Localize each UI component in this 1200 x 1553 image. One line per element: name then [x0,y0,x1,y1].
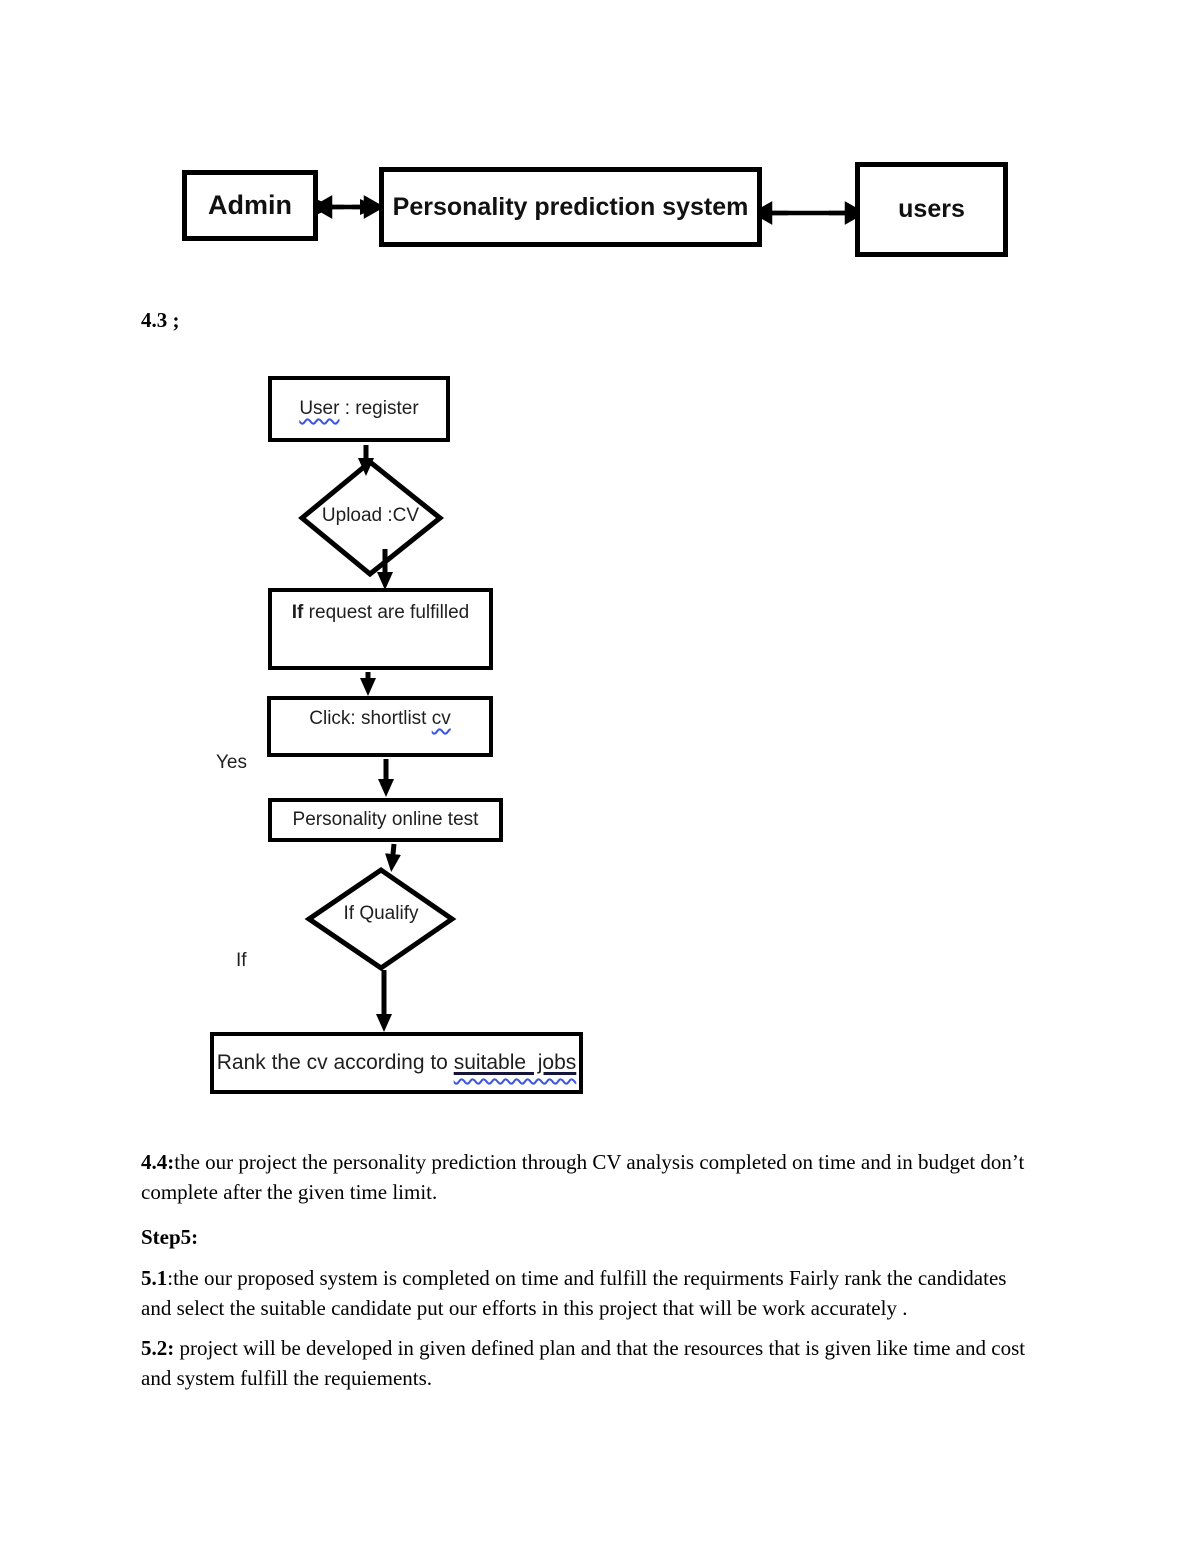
paragraph-4-4-lead: 4.4: [141,1150,175,1174]
users-box: users [855,162,1008,257]
rank-cv-underline-outer: suitable jobs [454,1051,577,1074]
click-shortlist-wavy-text: cv [431,708,451,729]
arrow-test-to-qualify [385,843,401,872]
paragraph-5-1-line1: 5.1:the our proposed system is completed… [141,1263,1006,1293]
request-fulfilled-rest-text: request are fulfilled [303,602,470,623]
request-fulfilled-bold-text: If [291,602,304,623]
paragraph-4-4-line1: 4.4:the our project the personality pred… [141,1147,1024,1177]
click-shortlist-label: Click: shortlist cv [309,708,450,730]
paragraph-5-2: 5.2: project will be developed in given … [141,1333,1025,1393]
paragraph-4-4-line2: complete after the given time limit. [141,1180,438,1204]
admin-box: Admin [182,170,318,241]
rank-cv-underlined-text: suitable jobs [453,1051,577,1074]
rank-cv-label: Rank the cv according to suitable jobs [217,1051,577,1075]
paragraph-5-2-line2: and system fulfill the requiements. [141,1366,433,1390]
upload-cv-label: Upload :CV [321,505,420,526]
yes-branch-label: Yes [216,752,247,773]
paragraph-5-2-line1-text: project will be developed in given defin… [174,1336,1026,1360]
paragraph-4-4: 4.4:the our project the personality pred… [141,1147,1024,1207]
personality-prediction-system-box: Personality prediction system [379,167,762,247]
system-users-double-arrow-heads [751,201,866,225]
personality-prediction-system-label: Personality prediction system [392,192,749,221]
paragraph-5-1-line2: and select the suitable candidate put ou… [141,1296,908,1320]
request-fulfilled-box: If request are fulfilled [268,588,493,670]
user-register-label: User : register [299,398,418,420]
admin-system-double-arrow-heads [311,195,385,219]
user-register-box: User : register [268,376,450,442]
users-box-label: users [898,195,965,223]
if-branch-label: If [236,950,247,971]
step5-heading: Step5: [141,1225,199,1249]
request-fulfilled-label: If request are fulfilled [292,602,469,624]
paragraph-5-1-line1-text: :the our proposed system is completed on… [167,1266,1007,1290]
personality-online-test-box: Personality online test [268,798,503,842]
rank-cv-pre-text: Rank the cv according to [216,1051,454,1074]
admin-box-label: Admin [208,190,292,220]
paragraph-5-2-lead: 5.2: [141,1336,175,1360]
paragraph-5-1: 5.1:the our proposed system is completed… [141,1263,1006,1323]
rank-cv-box: Rank the cv according to suitable jobs [210,1032,583,1094]
paragraph-5-2-line1: 5.2: project will be developed in given … [141,1333,1025,1363]
click-shortlist-box: Click: shortlist cv [267,696,493,757]
section-heading-4-3: 4.3 ; [141,308,180,332]
if-qualify-label: If Qualify [343,903,419,924]
personality-online-test-label: Personality online test [292,809,479,830]
user-register-wavy-text: User [299,398,340,419]
paragraph-5-1-lead: 5.1 [141,1266,168,1290]
user-register-rest-text: : register [339,398,419,419]
click-shortlist-pre-text: Click: shortlist [309,708,432,729]
paragraph-4-4-line1-text: the our project the personality predicti… [174,1150,1025,1174]
